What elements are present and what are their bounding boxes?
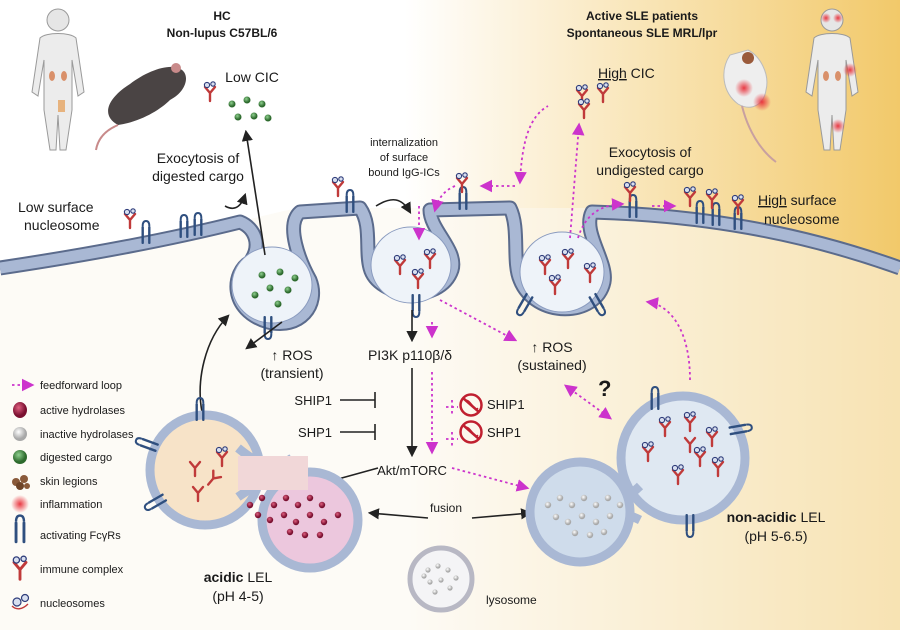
ship1-right-label: SHIP1 bbox=[487, 397, 525, 412]
healthy-human-figure bbox=[31, 8, 85, 151]
endosome-left bbox=[231, 246, 313, 324]
high-cic-rest: CIC bbox=[627, 65, 655, 81]
acidic-lel bbox=[133, 397, 363, 573]
internalization-line2: of surface bbox=[380, 152, 428, 164]
akt-mtorc-label: Akt/mTORC bbox=[377, 463, 447, 478]
legend-item-inactive-hydrolases: inactive hydrolases bbox=[13, 427, 134, 441]
legend-label-fcgr: activating FcγRs bbox=[40, 530, 121, 542]
high-surface-rest: surface bbox=[787, 192, 837, 208]
legend-item-feedforward: feedforward loop bbox=[12, 378, 122, 392]
digested-cargo-endosome bbox=[251, 268, 299, 308]
shp1-label: SHP1 bbox=[298, 425, 332, 440]
ros-transient-line1: ↑ ROS bbox=[271, 347, 312, 363]
legend-item-immune-complex: immune complex bbox=[11, 554, 124, 581]
ship1-label: SHIP1 bbox=[294, 393, 332, 408]
legend-label-immune-complex: immune complex bbox=[40, 564, 124, 576]
sle-mouse-icon bbox=[723, 49, 777, 163]
legend-label-skin-lesions: skin legions bbox=[40, 476, 98, 488]
digested-cargo-icon bbox=[13, 450, 27, 464]
left-exocytosis-line2: digested cargo bbox=[152, 168, 244, 184]
inflammation-icon bbox=[11, 495, 29, 513]
low-cic-cluster bbox=[203, 80, 272, 122]
high-surface-emphasis: High bbox=[758, 192, 787, 208]
legend-label-inflammation: inflammation bbox=[40, 499, 102, 511]
acidic-lel-bold: acidic bbox=[204, 569, 244, 585]
healthy-mouse-icon bbox=[95, 63, 186, 151]
legend-label-nucleosomes: nucleosomes bbox=[40, 598, 105, 610]
pi3k-label: PI3K p110β/δ bbox=[368, 347, 452, 363]
legend-item-fcgr: activating FcγRs bbox=[13, 514, 121, 545]
low-cic-label: Low CIC bbox=[225, 69, 279, 85]
lysosome-label: lysosome bbox=[486, 593, 537, 607]
feedforward-arrows bbox=[412, 105, 691, 492]
lysosome bbox=[407, 545, 475, 613]
active-hydrolase-icon bbox=[13, 402, 27, 418]
acidic-lel-ph: (pH 4-5) bbox=[212, 588, 263, 604]
high-cic-label: High CIC bbox=[598, 65, 655, 81]
right-exocytosis-line1: Exocytosis of bbox=[609, 144, 692, 160]
ros-sustained-line1: ↑ ROS bbox=[531, 339, 572, 355]
acidic-lel-rest: LEL bbox=[243, 569, 272, 585]
non-acidic-lel-bold: non-acidic bbox=[727, 509, 797, 525]
ros-transient-line2: (transient) bbox=[260, 365, 323, 381]
left-exocytosis-line1: Exocytosis of bbox=[157, 150, 240, 166]
shp1-right-label: SHP1 bbox=[487, 425, 521, 440]
pathway-arrows bbox=[199, 129, 533, 520]
internalization-line1: internalization bbox=[370, 137, 438, 149]
blocked-shp1-icon bbox=[459, 420, 483, 444]
endosome-right bbox=[519, 231, 605, 313]
right-exocytosis-line2: undigested cargo bbox=[596, 162, 704, 178]
legend-label-digested-cargo: digested cargo bbox=[40, 452, 112, 464]
legend-item-inflammation: inflammation bbox=[11, 495, 102, 513]
blocked-ship1-icon bbox=[459, 393, 483, 417]
internalization-line3: bound IgG-ICs bbox=[368, 167, 440, 179]
legend-item-skin-lesions: skin legions bbox=[12, 475, 98, 490]
skin-lesion-icon bbox=[12, 475, 30, 490]
legend: feedforward loop active hydrolases inact… bbox=[11, 378, 134, 610]
left-header-line2: Non-lupus C57BL/6 bbox=[167, 26, 278, 40]
legend-label-active-hydrolases: active hydrolases bbox=[40, 405, 125, 417]
left-header-line1: HC bbox=[213, 9, 231, 23]
non-acidic-lel-rest: LEL bbox=[797, 509, 826, 525]
right-header-line2: Spontaneous SLE MRL/lpr bbox=[567, 26, 718, 40]
nucleosome-icon bbox=[11, 593, 30, 610]
high-cic-emphasis: High bbox=[598, 65, 627, 81]
sle-human-figure bbox=[805, 8, 859, 151]
acidic-lel-label: acidic LEL bbox=[204, 569, 273, 585]
non-acidic-lel bbox=[525, 386, 754, 567]
question-mark: ? bbox=[598, 376, 611, 401]
legend-item-nucleosomes: nucleosomes bbox=[11, 593, 105, 610]
non-acidic-lel-label: non-acidic LEL bbox=[727, 509, 826, 525]
endosome-middle bbox=[370, 226, 452, 304]
legend-label-feedforward: feedforward loop bbox=[40, 380, 122, 392]
legend-label-inactive-hydrolases: inactive hydrolases bbox=[40, 429, 134, 441]
non-acidic-lel-ph: (pH 5-6.5) bbox=[744, 528, 807, 544]
low-surface-line1: Low surface bbox=[18, 199, 94, 215]
ros-sustained-line2: (sustained) bbox=[517, 357, 586, 373]
high-surface-line1: High surface bbox=[758, 192, 837, 208]
legend-item-digested-cargo: digested cargo bbox=[13, 450, 112, 464]
fusion-label: fusion bbox=[430, 501, 462, 515]
legend-item-active-hydrolases: active hydrolases bbox=[13, 402, 125, 418]
right-header-line1: Active SLE patients bbox=[586, 9, 698, 23]
high-surface-line2: nucleosome bbox=[764, 211, 840, 227]
inactive-hydrolase-icon bbox=[13, 427, 27, 441]
low-surface-line2: nucleosome bbox=[24, 217, 100, 233]
